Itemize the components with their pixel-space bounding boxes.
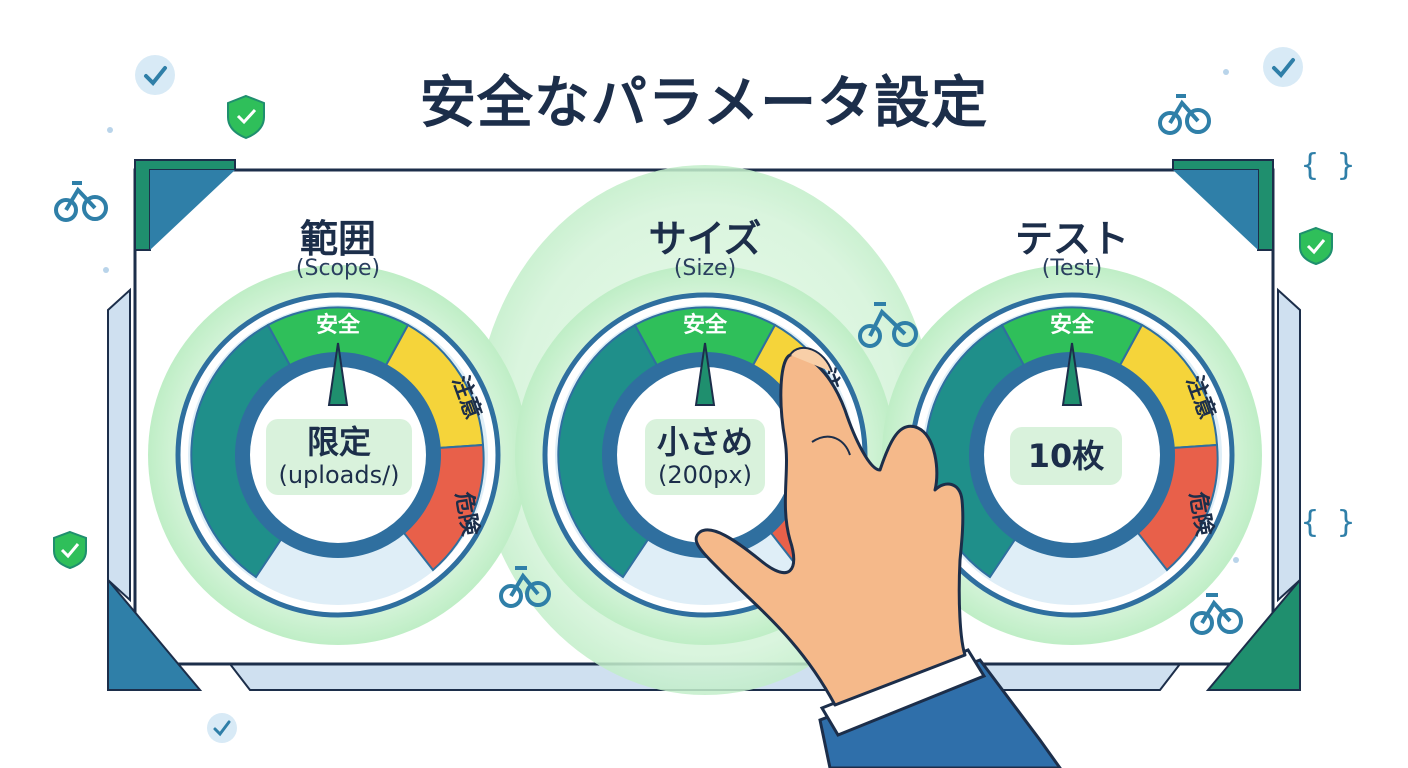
gauge-scope-value-main: 限定 [306, 423, 371, 462]
gauge-size-value-sub: (200px) [658, 461, 752, 489]
gauge-test-value: 10枚 [1010, 427, 1122, 485]
gauge-scope-value-sub: (uploads/) [278, 461, 400, 489]
check-circle-icon [135, 55, 175, 95]
page-title: 安全なパラメータ設定 [419, 71, 989, 136]
bicycle-icon [499, 566, 551, 608]
gauge-size-title: サイズ [648, 217, 762, 261]
bicycle-icon [1158, 94, 1211, 135]
braces-icon: { } [1301, 148, 1355, 183]
zone-safe-scope: 安全 [316, 312, 361, 338]
pointing-hand-icon [694, 346, 1062, 768]
gauge-size-value-main: 小さめ [656, 423, 753, 462]
shield-check-icon [1299, 226, 1333, 266]
braces-icon: { } [1301, 505, 1355, 540]
gauge-test-title: テスト [1014, 217, 1129, 261]
gauge-scope-value: 限定 (uploads/) [266, 419, 412, 495]
gauge-scope-title: 範囲 [299, 217, 376, 261]
gauge-test-subtitle: (Test) [1041, 256, 1103, 281]
gauge-scope-subtitle: (Scope) [295, 256, 381, 281]
gauge-test [909, 292, 1235, 618]
corner-brackets [107, 159, 1301, 691]
bicycle-icon [1190, 593, 1243, 635]
zone-safe-test: 安全 [1050, 312, 1095, 338]
gauge-test-value-main: 10枚 [1027, 436, 1105, 475]
shield-check-icon [53, 530, 87, 570]
shield-check-icon [227, 94, 265, 140]
check-circle-icon [207, 713, 237, 743]
bicycle-icon [858, 302, 918, 348]
gauge-size-value: 小さめ (200px) [645, 419, 765, 495]
gauge-size-subtitle: (Size) [673, 256, 737, 281]
check-circle-icon [1263, 47, 1303, 87]
bicycle-icon [54, 181, 108, 222]
zone-safe-size: 安全 [683, 312, 728, 338]
